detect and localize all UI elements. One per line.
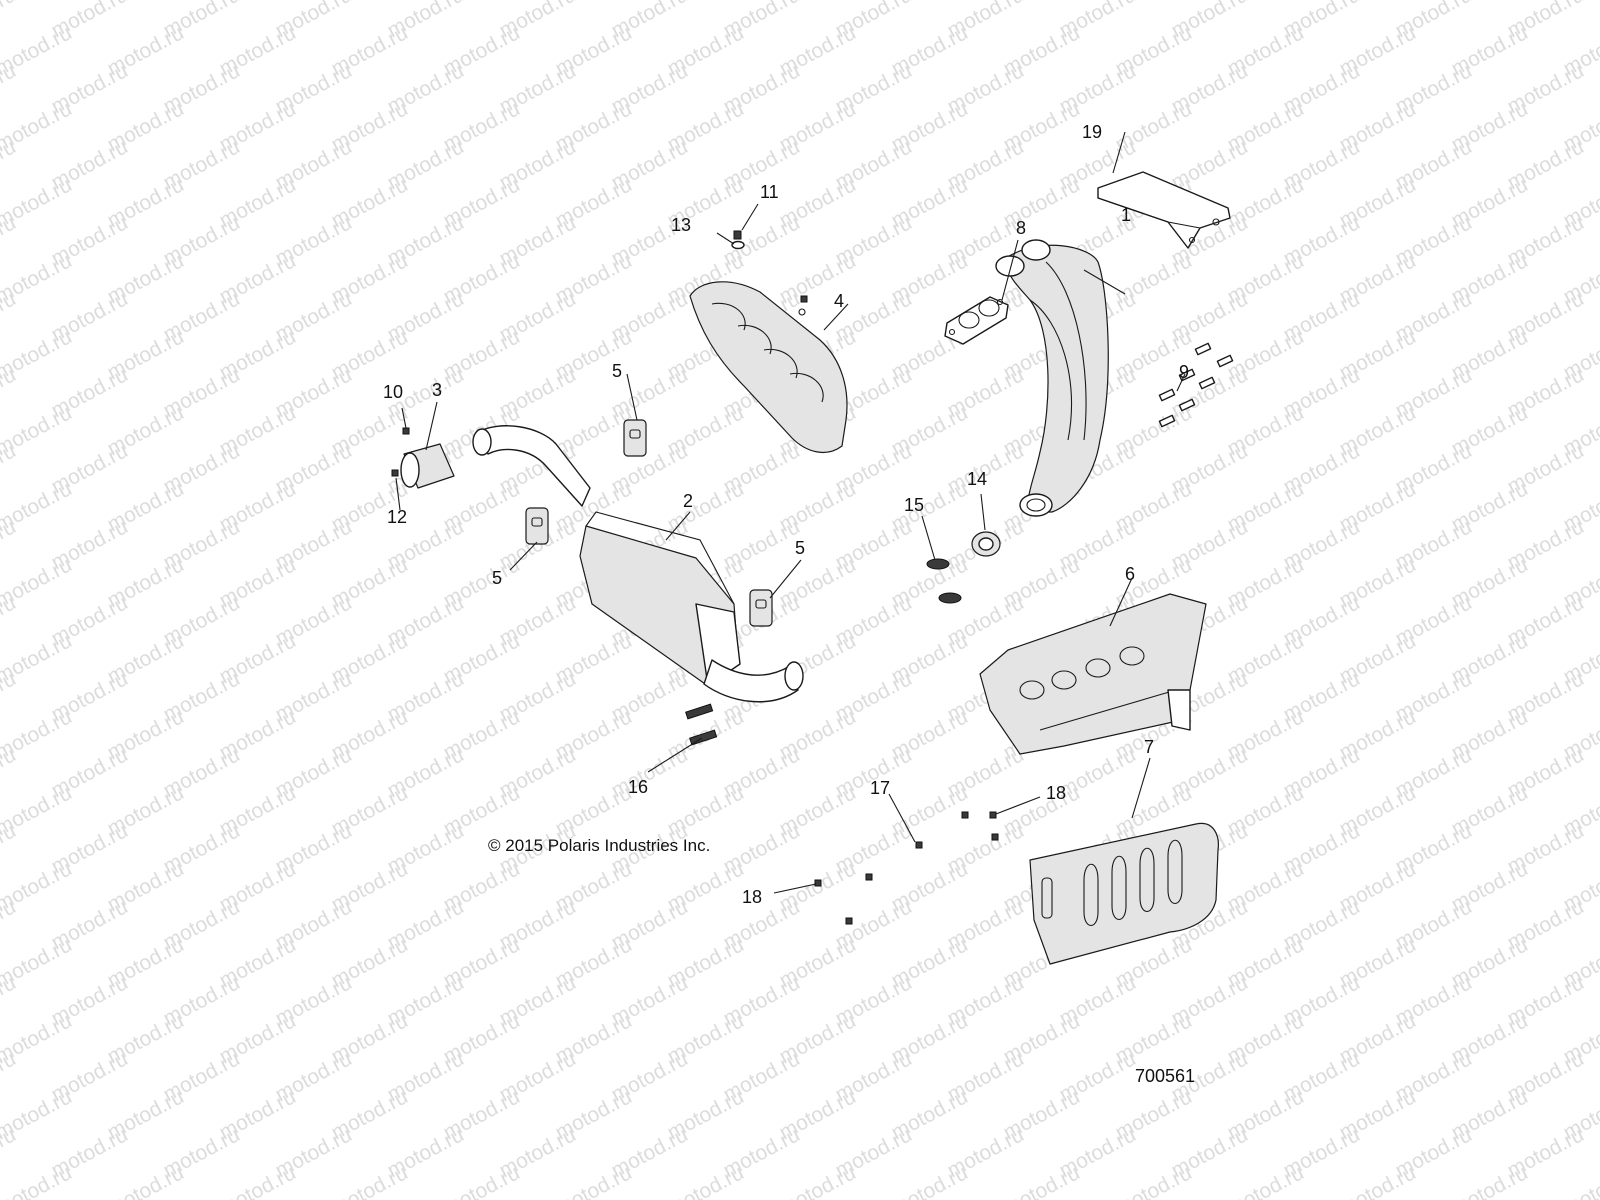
watermark-text: motod.ru: [0, 0, 20, 42]
watermark-text: motod.ru: [776, 1161, 860, 1200]
callout-14: 14: [967, 469, 987, 489]
part-11-screw: [733, 230, 742, 240]
part-8-gasket: [944, 296, 1009, 345]
watermark-text: motod.ru: [216, 1161, 300, 1200]
part-12-screw: [391, 469, 399, 477]
callout-8: 8: [1016, 218, 1026, 238]
small-nut: [800, 295, 808, 303]
callout-17: 17: [870, 778, 890, 798]
watermark-text: motod.ru: [1000, 1161, 1084, 1200]
part-18-fasteners: [814, 811, 999, 925]
callout-7: 7: [1144, 737, 1154, 757]
part-9-bolts: [1158, 342, 1234, 428]
leader-lines: [395, 131, 1186, 894]
callout-16: 16: [628, 777, 648, 797]
watermark-text: motod.ru: [1224, 1161, 1308, 1200]
part-13-washer: [731, 240, 745, 250]
callout-15: 15: [904, 495, 924, 515]
part-4-upper-heat-shield: [689, 281, 848, 454]
watermark-text: motod.ru: [0, 1161, 76, 1200]
part-2-muffler: [472, 425, 804, 703]
figure-number: 700561: [1135, 1066, 1195, 1086]
part-5-mount-left: [525, 507, 549, 545]
watermark-text: motod.ru: [1448, 1161, 1532, 1200]
callout-4: 4: [834, 291, 844, 311]
part-10-screw: [402, 427, 410, 435]
part-3-tailpipe-tip: [400, 443, 455, 489]
callout-13: 13: [671, 215, 691, 235]
watermark-text: motod.ru: [1112, 1161, 1196, 1200]
callout-3: 3: [432, 380, 442, 400]
watermark-text: motod.ru: [1336, 1161, 1420, 1200]
part-1-exhaust-header: [995, 239, 1109, 517]
part-19-shield-plate: [1097, 171, 1231, 249]
watermark-text: motod.ru: [328, 1161, 412, 1200]
part-15-springs: [926, 558, 962, 604]
callout-10: 10: [383, 382, 403, 402]
callout-labels: 19 1 8 9 4 11 13 5 5 5 2 3 10 12 14 15 6…: [383, 122, 1189, 907]
part-14-seal: [971, 531, 1001, 557]
watermark-text: motod.ru: [440, 1161, 524, 1200]
callout-6: 6: [1125, 564, 1135, 584]
callout-11: 11: [760, 182, 779, 202]
callout-19: 19: [1082, 122, 1102, 142]
callout-18-left: 18: [742, 887, 762, 907]
part-7-bottom-heat-shield: [1029, 822, 1219, 965]
part-17-fastener: [915, 841, 923, 849]
callout-5-upper: 5: [612, 361, 622, 381]
watermark-text: motod.ru: [888, 1161, 972, 1200]
part-5-mount-upper: [623, 419, 647, 457]
callout-9: 9: [1179, 362, 1189, 382]
watermark-text: motod.ru: [552, 1161, 636, 1200]
part-6-lower-heat-shield: [979, 593, 1207, 755]
callout-5-left: 5: [492, 568, 502, 588]
copyright-text: © 2015 Polaris Industries Inc.: [488, 836, 710, 855]
part-5-mount-right: [749, 589, 773, 627]
callout-5-right: 5: [795, 538, 805, 558]
callout-18-right: 18: [1046, 783, 1066, 803]
callout-1: 1: [1121, 205, 1131, 225]
watermark-text: motod.ru: [104, 1161, 188, 1200]
watermark-text: motod.ru: [664, 1161, 748, 1200]
watermark-text: motod.ru: [1560, 1161, 1600, 1200]
callout-2: 2: [683, 491, 693, 511]
callout-12: 12: [387, 507, 407, 527]
